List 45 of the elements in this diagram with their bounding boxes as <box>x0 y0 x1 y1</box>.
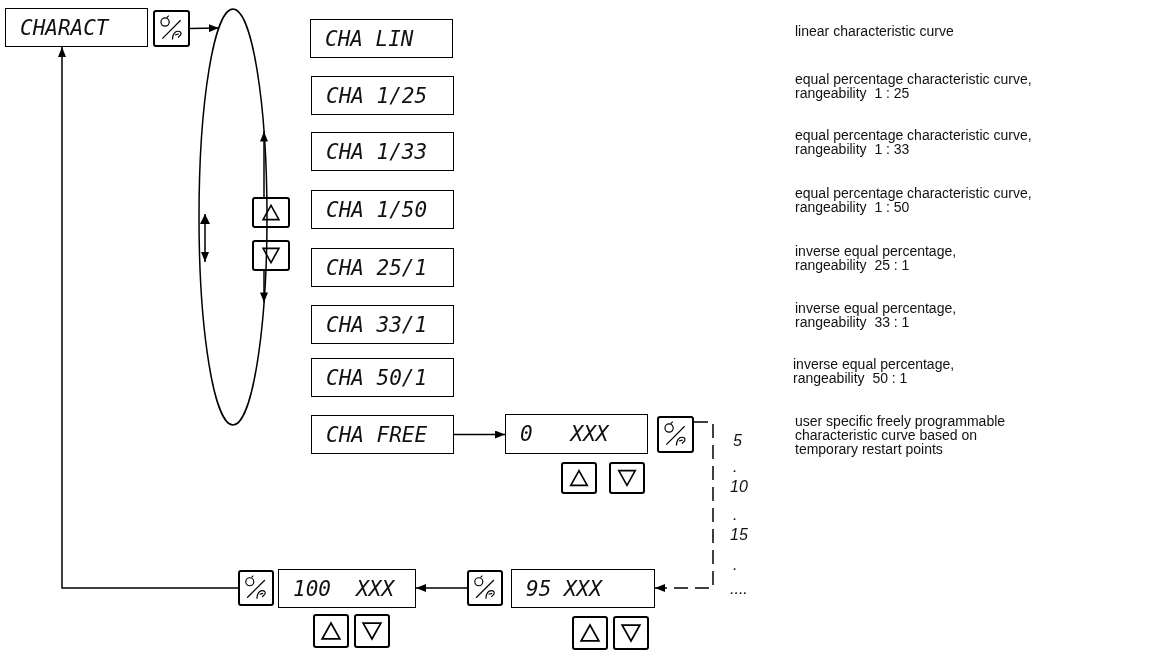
display-box: 100 XXX <box>278 569 416 608</box>
display-box: 0 XXX <box>505 414 648 454</box>
description-text: linear characteristic curve <box>795 24 955 38</box>
description-text: user specific freely programmable characteristic curve based on temporary restart points <box>795 414 1007 456</box>
display-box: CHA FREE <box>311 415 454 454</box>
up-arrow-key <box>561 462 597 494</box>
arrow <box>58 46 239 589</box>
description-text: equal percentage characteristic curve, rangeability 1 : 50 <box>795 186 1033 214</box>
down-arrow-key <box>252 240 290 271</box>
arrow <box>654 421 714 592</box>
description-text: inverse equal percentage, rangeability 50 : 1 <box>793 357 956 385</box>
selection-loop <box>198 8 268 426</box>
description-text: inverse equal percentage, rangeability 25 : 1 <box>795 244 958 272</box>
description-text: inverse equal percentage, rangeability 33 : 1 <box>795 301 958 329</box>
down-arrow-key <box>609 462 645 494</box>
arrow <box>189 24 220 33</box>
step-label: 10 <box>730 478 748 496</box>
down-arrow-key <box>613 616 649 650</box>
step-label: 15 <box>730 526 748 544</box>
display-box: CHA 1/25 <box>311 76 454 115</box>
step-label: .... <box>730 580 748 598</box>
step-label: 5 <box>733 432 742 450</box>
up-arrow-key <box>572 616 608 650</box>
step-label: . <box>733 556 738 574</box>
display-box: CHARACT <box>5 8 148 47</box>
up-arrow-key <box>252 197 290 228</box>
display-box: CHA 33/1 <box>311 305 454 344</box>
function-key <box>657 416 694 453</box>
description-text: equal percentage characteristic curve, rangeability 1 : 25 <box>795 72 1033 100</box>
function-key <box>467 570 503 606</box>
function-key <box>238 570 274 606</box>
arrow <box>453 430 506 439</box>
arrow <box>415 584 468 592</box>
step-label: . <box>733 506 738 524</box>
up-arrow-key <box>313 614 349 648</box>
display-box: 95 XXX <box>511 569 655 608</box>
display-box: CHA 50/1 <box>311 358 454 397</box>
description-text: equal percentage characteristic curve, rangeability 1 : 33 <box>795 128 1033 156</box>
function-key <box>153 10 190 47</box>
display-box: CHA 1/33 <box>311 132 454 171</box>
display-box: CHA 25/1 <box>311 248 454 287</box>
step-label: . <box>733 458 738 476</box>
display-box: CHA 1/50 <box>311 190 454 229</box>
display-box: CHA LIN <box>310 19 453 58</box>
down-arrow-key <box>354 614 390 648</box>
